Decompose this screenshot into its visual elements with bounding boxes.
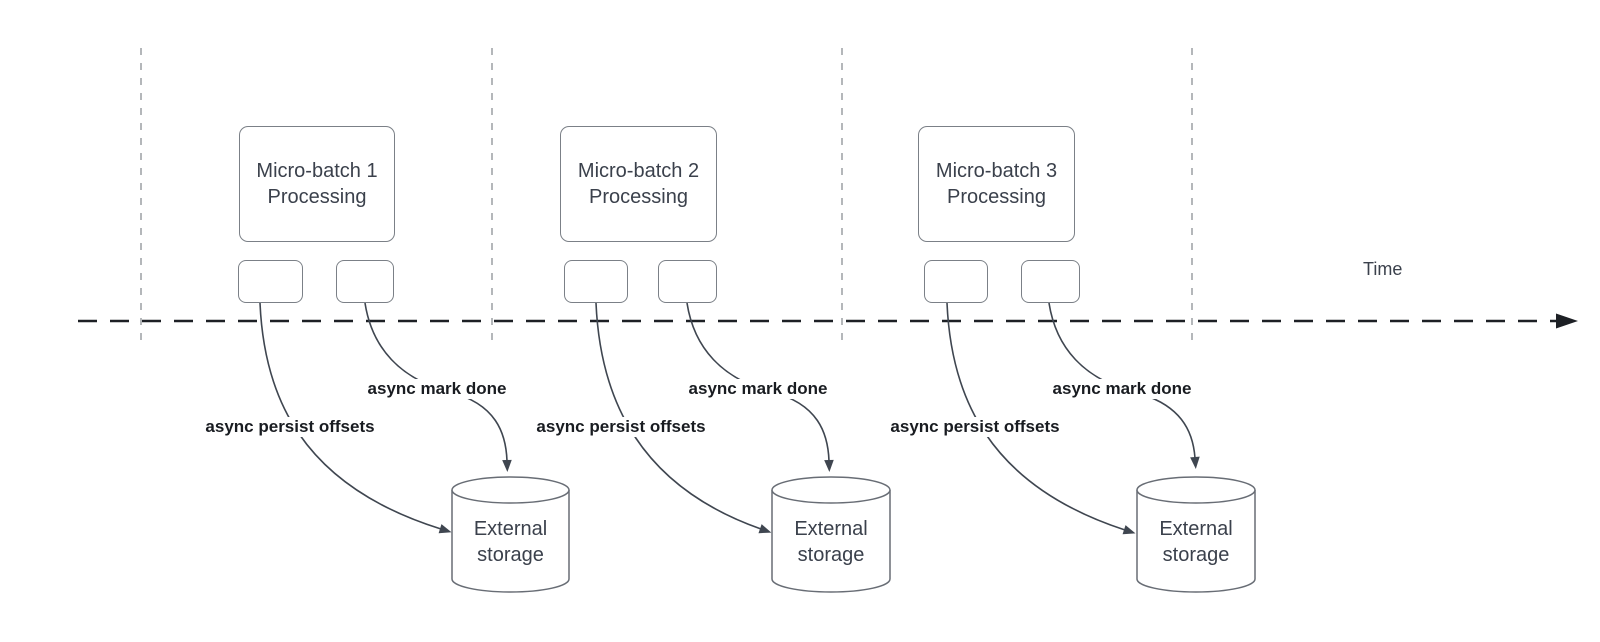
batch-2-storage-line1: External [794, 518, 868, 540]
batch-3-storage-line1: External [1159, 518, 1233, 540]
batch-3-small-box-right [1021, 260, 1080, 303]
micro-batch-2-title-line1: Micro-batch 2 [577, 160, 700, 182]
batch-3-small-box-left [924, 260, 988, 303]
micro-batch-3-title-line1: Micro-batch 3 [935, 160, 1058, 182]
batch-1-small-box-right [336, 260, 394, 303]
batch-2-storage-line2: storage [797, 544, 865, 566]
batch-3-storage-label: External storage [1137, 516, 1255, 568]
batch-2-mark-done-label: async mark done [686, 379, 830, 399]
batch-1-storage-label: External storage [452, 516, 569, 568]
micro-batch-1-title-line1: Micro-batch 1 [256, 160, 378, 182]
batch-2-small-box-right [658, 260, 717, 303]
batch-3-persist-offsets-label: async persist offsets [888, 417, 1062, 437]
external-storage-cylinder-2 [771, 476, 891, 593]
micro-batch-3-title-line2: Processing [947, 186, 1046, 208]
persist-offsets-arrow-2 [595, 302, 772, 534]
batch-3-mark-done-label: async mark done [1050, 379, 1194, 399]
batch-1-storage-line1: External [473, 518, 548, 540]
time-axis-arrowhead [1556, 313, 1578, 329]
batch-1-mark-done-label: async mark done [365, 379, 509, 399]
micro-batch-1-title-line2: Processing [267, 186, 367, 208]
micro-batch-3-processing-box: Micro-batch 3 Processing [918, 126, 1075, 242]
micro-batch-2-title-line2: Processing [589, 186, 688, 208]
batch-1-storage-line2: storage [477, 544, 544, 566]
batch-1-small-box-left [238, 260, 303, 303]
micro-batch-1-processing-box: Micro-batch 1 Processing [239, 126, 395, 242]
external-storage-cylinder-1 [451, 476, 570, 593]
batch-1-persist-offsets-label: async persist offsets [203, 417, 377, 437]
batch-2-small-box-left [564, 260, 628, 303]
batch-2-storage-label: External storage [772, 516, 890, 568]
persist-offsets-arrow-1 [259, 302, 452, 534]
time-axis-label: Time [1363, 259, 1403, 279]
batch-2-persist-offsets-label: async persist offsets [534, 417, 708, 437]
micro-batch-2-processing-box: Micro-batch 2 Processing [560, 126, 717, 242]
batch-3-storage-line2: storage [1162, 544, 1230, 566]
external-storage-cylinder-3 [1136, 476, 1256, 593]
